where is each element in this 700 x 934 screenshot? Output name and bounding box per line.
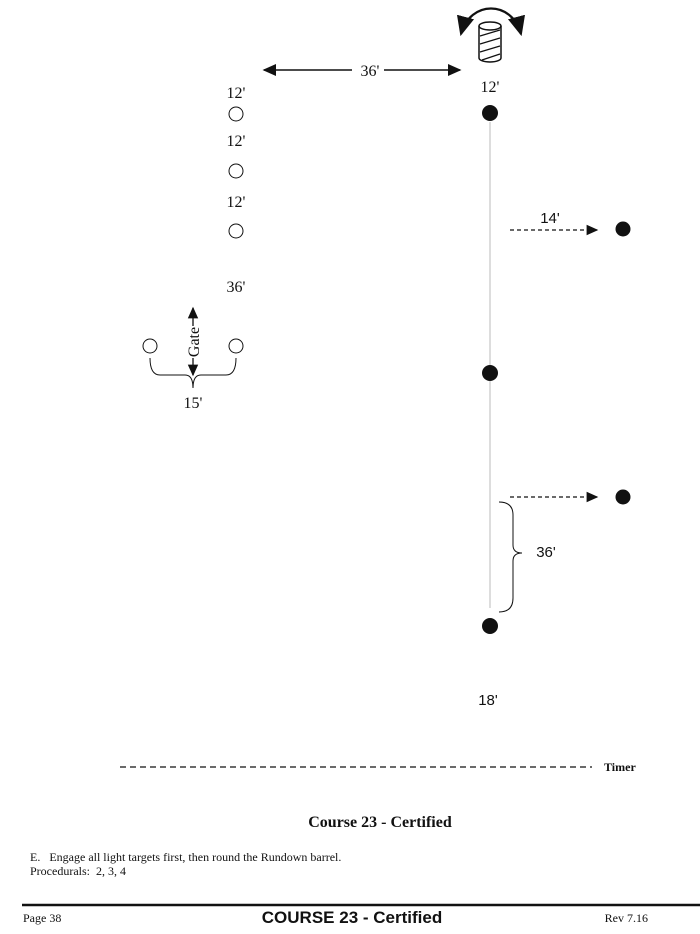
page-number: Page 38	[23, 911, 61, 925]
gate-marker-left	[142, 338, 158, 354]
heavy-target	[615, 489, 631, 505]
procedurals-line: Procedurals: 2, 3, 4	[30, 864, 126, 878]
revision: Rev 7.16	[605, 911, 648, 925]
offset-label: 14'	[540, 210, 560, 227]
light-target	[228, 223, 244, 239]
rundown-barrel-icon	[457, 7, 525, 63]
heavy-target	[482, 365, 498, 381]
footer-title: COURSE 23 - Certified	[262, 908, 442, 927]
spacing-label: 12'	[227, 133, 246, 150]
timer-label: Timer	[604, 760, 636, 774]
gate-label: Gate	[186, 327, 203, 357]
distance-brace	[498, 501, 523, 613]
gate-marker-right	[228, 338, 244, 354]
bottom-distance-label: 18'	[478, 692, 498, 709]
gate-brace	[149, 357, 237, 389]
course-title: Course 23 - Certified	[308, 814, 452, 831]
spacing-label: 12'	[227, 85, 246, 102]
heavy-target	[482, 618, 498, 634]
gate-width-label: 15'	[184, 395, 203, 412]
heavy-target	[482, 105, 498, 121]
heavy-target	[615, 221, 631, 237]
light-target	[228, 163, 244, 179]
barrel-distance-label: 12'	[481, 79, 500, 96]
gate-distance-label: 36'	[227, 279, 246, 296]
top-distance-label: 36'	[361, 63, 380, 80]
bracket-distance-label: 36'	[536, 544, 556, 561]
spacing-label: 12'	[227, 194, 246, 211]
instruction-line: E. Engage all light targets first, then …	[30, 850, 341, 864]
light-target	[228, 106, 244, 122]
